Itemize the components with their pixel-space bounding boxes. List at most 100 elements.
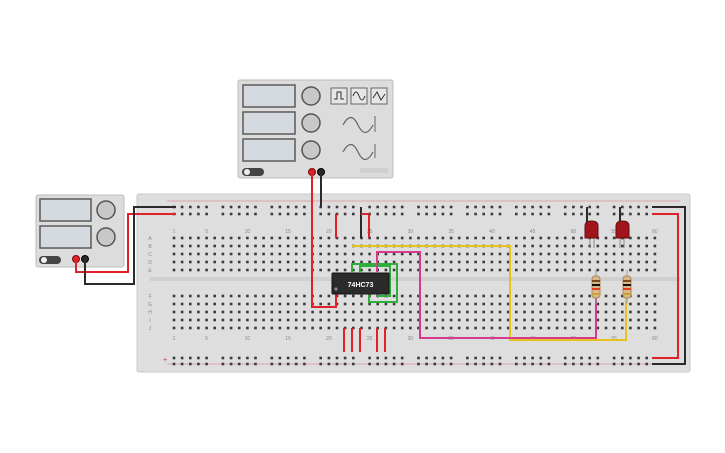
terminal-hole[interactable] xyxy=(621,244,624,248)
terminal-hole[interactable] xyxy=(172,252,176,256)
led-1[interactable] xyxy=(584,220,599,248)
terminal-hole[interactable] xyxy=(539,318,543,322)
terminal-hole[interactable] xyxy=(523,244,526,248)
terminal-hole[interactable] xyxy=(612,326,616,330)
terminal-hole[interactable] xyxy=(531,236,534,240)
rail-hole[interactable] xyxy=(425,362,428,366)
rail-hole[interactable] xyxy=(327,356,331,360)
terminal-hole[interactable] xyxy=(254,268,257,272)
terminal-hole[interactable] xyxy=(221,260,225,264)
terminal-hole[interactable] xyxy=(506,252,510,256)
rail-hole[interactable] xyxy=(637,205,640,209)
terminal-hole[interactable] xyxy=(449,302,453,306)
rail-hole[interactable] xyxy=(343,205,347,209)
terminal-hole[interactable] xyxy=(515,260,518,264)
terminal-hole[interactable] xyxy=(229,268,233,272)
terminal-hole[interactable] xyxy=(515,244,518,248)
terminal-hole[interactable] xyxy=(172,244,176,248)
terminal-hole[interactable] xyxy=(539,294,543,298)
terminal-hole[interactable] xyxy=(482,302,485,306)
terminal-hole[interactable] xyxy=(270,236,274,240)
terminal-hole[interactable] xyxy=(612,236,616,240)
terminal-hole[interactable] xyxy=(539,326,543,330)
square-wave-button[interactable] xyxy=(330,87,348,105)
terminal-hole[interactable] xyxy=(490,310,494,314)
rail-hole[interactable] xyxy=(572,205,575,209)
rail-hole[interactable] xyxy=(417,362,420,366)
terminal-hole[interactable] xyxy=(547,268,551,272)
terminal-hole[interactable] xyxy=(180,268,184,272)
terminal-hole[interactable] xyxy=(303,260,306,264)
terminal-hole[interactable] xyxy=(645,252,648,256)
terminal-hole[interactable] xyxy=(441,310,445,314)
resistor-1[interactable] xyxy=(591,270,601,304)
terminal-hole[interactable] xyxy=(278,326,282,330)
rail-hole[interactable] xyxy=(376,356,379,360)
terminal-hole[interactable] xyxy=(515,268,518,272)
terminal-hole[interactable] xyxy=(555,294,559,298)
terminal-hole[interactable] xyxy=(474,236,477,240)
terminal-hole[interactable] xyxy=(555,318,559,322)
terminal-hole[interactable] xyxy=(213,244,216,248)
terminal-hole[interactable] xyxy=(286,318,290,322)
rail-hole[interactable] xyxy=(474,356,477,360)
terminal-hole[interactable] xyxy=(262,326,265,330)
rail-hole[interactable] xyxy=(531,362,534,366)
power-supply-power-switch[interactable] xyxy=(39,256,61,264)
rail-hole[interactable] xyxy=(384,362,388,366)
terminal-hole[interactable] xyxy=(327,236,331,240)
terminal-hole[interactable] xyxy=(343,318,347,322)
terminal-hole[interactable] xyxy=(523,252,526,256)
terminal-hole[interactable] xyxy=(327,294,331,298)
rail-hole[interactable] xyxy=(645,212,648,216)
terminal-hole[interactable] xyxy=(563,310,567,314)
rail-hole[interactable] xyxy=(547,205,551,209)
terminal-hole[interactable] xyxy=(498,260,502,264)
terminal-hole[interactable] xyxy=(294,326,298,330)
terminal-hole[interactable] xyxy=(352,294,355,298)
rail-hole[interactable] xyxy=(343,356,347,360)
rail-hole[interactable] xyxy=(449,362,453,366)
terminal-hole[interactable] xyxy=(515,326,518,330)
terminal-hole[interactable] xyxy=(563,244,567,248)
rail-hole[interactable] xyxy=(172,356,176,360)
function-generator-power-switch[interactable] xyxy=(242,168,264,176)
terminal-hole[interactable] xyxy=(629,252,632,256)
rail-hole[interactable] xyxy=(254,212,257,216)
terminal-hole[interactable] xyxy=(515,302,518,306)
rail-hole[interactable] xyxy=(237,205,241,209)
terminal-hole[interactable] xyxy=(189,326,192,330)
rail-hole[interactable] xyxy=(612,212,616,216)
terminal-hole[interactable] xyxy=(449,268,453,272)
terminal-hole[interactable] xyxy=(319,310,322,314)
rail-hole[interactable] xyxy=(572,212,575,216)
terminal-hole[interactable] xyxy=(482,268,485,272)
terminal-hole[interactable] xyxy=(498,294,502,298)
terminal-hole[interactable] xyxy=(596,318,600,322)
terminal-hole[interactable] xyxy=(498,268,502,272)
rail-hole[interactable] xyxy=(523,205,526,209)
terminal-hole[interactable] xyxy=(490,260,494,264)
terminal-hole[interactable] xyxy=(612,294,616,298)
terminal-hole[interactable] xyxy=(490,302,494,306)
rail-hole[interactable] xyxy=(588,212,591,216)
rail-hole[interactable] xyxy=(303,212,306,216)
rail-hole[interactable] xyxy=(286,212,290,216)
wire-ps-positive[interactable] xyxy=(75,213,176,273)
rail-hole[interactable] xyxy=(400,362,404,366)
terminal-hole[interactable] xyxy=(343,260,347,264)
terminal-hole[interactable] xyxy=(327,310,331,314)
rail-hole[interactable] xyxy=(433,362,437,366)
terminal-hole[interactable] xyxy=(466,318,469,322)
terminal-hole[interactable] xyxy=(327,318,331,322)
terminal-hole[interactable] xyxy=(319,260,322,264)
terminal-hole[interactable] xyxy=(327,260,331,264)
terminal-hole[interactable] xyxy=(311,326,314,330)
terminal-hole[interactable] xyxy=(343,268,347,272)
rail-hole[interactable] xyxy=(621,212,624,216)
rail-hole[interactable] xyxy=(400,356,404,360)
terminal-hole[interactable] xyxy=(425,302,428,306)
terminal-hole[interactable] xyxy=(262,318,265,322)
